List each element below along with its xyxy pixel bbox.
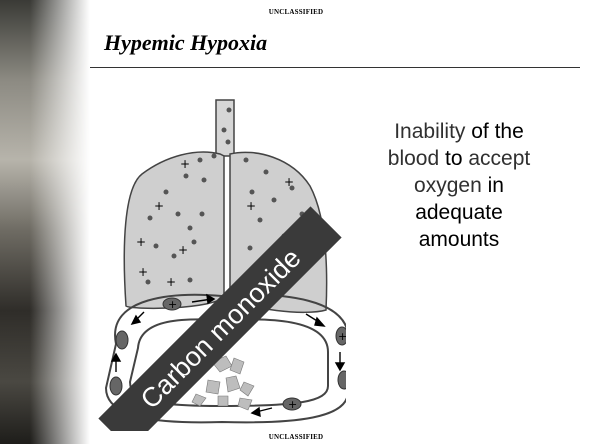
body-word: of the <box>465 120 523 143</box>
body-word: oxygen <box>414 174 482 197</box>
lung-circulation-diagram: +++ +++ +++ ++ +++ Carbon monoxide <box>96 96 346 431</box>
photo-fade <box>30 0 90 444</box>
svg-text:+: + <box>136 235 146 249</box>
slide-title: Hypemic Hypoxia <box>104 30 267 56</box>
slide-body-text: Inability of the blood to accept oxygen … <box>348 118 570 253</box>
body-word: Inability <box>394 120 465 143</box>
classification-header: UNCLASSIFIED <box>0 8 592 16</box>
body-word: in <box>482 174 504 197</box>
svg-text:+: + <box>166 275 176 289</box>
svg-text:+: + <box>178 243 188 257</box>
svg-text:+: + <box>338 330 346 343</box>
svg-text:+: + <box>138 265 148 279</box>
title-divider <box>90 67 580 68</box>
svg-text:+: + <box>154 199 164 213</box>
svg-text:+: + <box>168 298 177 311</box>
body-word: amounts <box>419 228 500 251</box>
body-word: blood <box>388 147 439 170</box>
svg-text:+: + <box>288 398 297 411</box>
classification-footer: UNCLASSIFIED <box>0 433 592 441</box>
svg-text:+: + <box>180 157 190 171</box>
body-word: accept <box>468 147 530 170</box>
body-word: adequate <box>415 201 503 224</box>
svg-text:+: + <box>246 199 256 213</box>
body-word: to <box>439 147 468 170</box>
svg-text:+: + <box>284 175 294 189</box>
background-photo-strip <box>0 0 90 444</box>
